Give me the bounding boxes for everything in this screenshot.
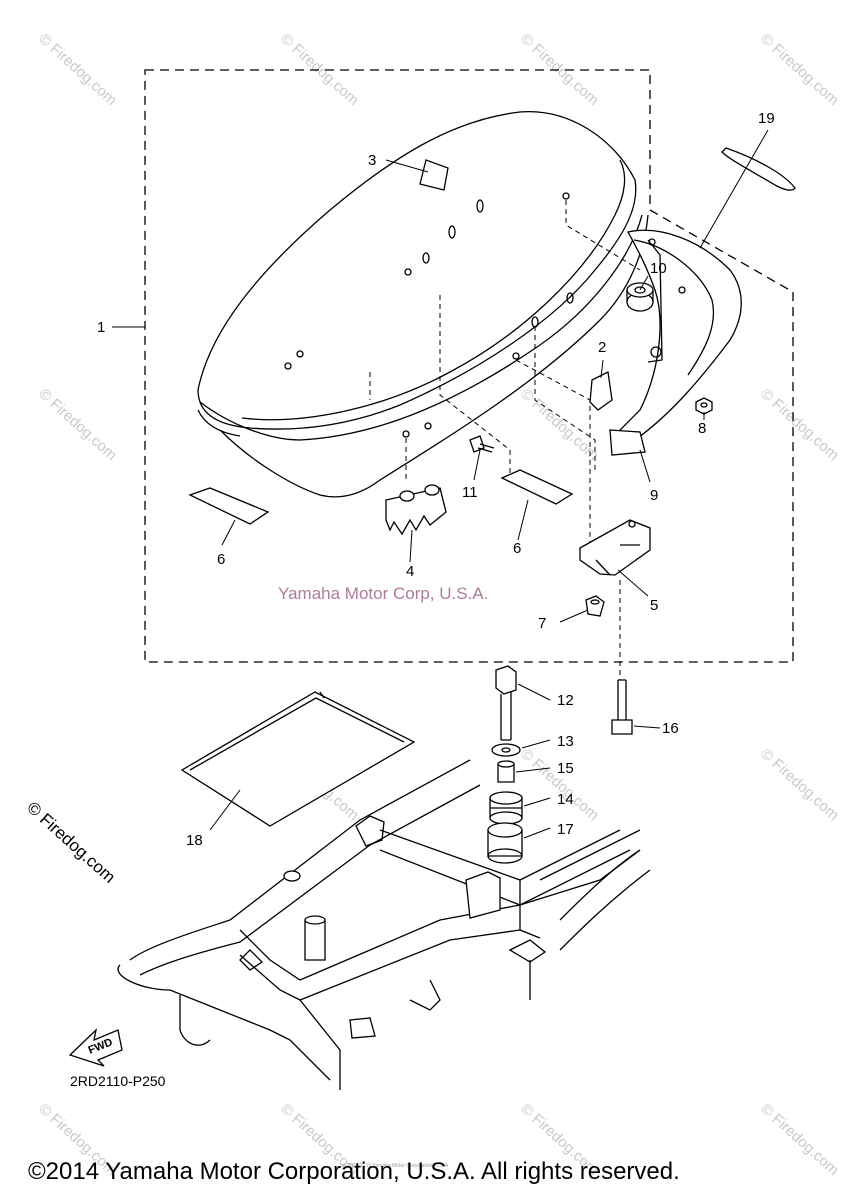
svg-text:© Firedog.com: © Firedog.com bbox=[757, 30, 842, 109]
svg-text:© Firedog.com: © Firedog.com bbox=[517, 30, 602, 109]
callout-16: 16 bbox=[662, 720, 679, 737]
pad-6-left bbox=[188, 487, 270, 525]
callout-5: 5 bbox=[650, 597, 658, 614]
clip-2 bbox=[589, 371, 613, 411]
callout-13: 13 bbox=[557, 733, 574, 750]
svg-text:© Firedog.com: © Firedog.com bbox=[757, 1100, 842, 1179]
bolt-16 bbox=[611, 679, 633, 735]
callout-7: 7 bbox=[538, 615, 546, 632]
callout-10: 10 bbox=[650, 260, 667, 277]
callout-18: 18 bbox=[186, 832, 203, 849]
callout-19: 19 bbox=[758, 110, 775, 127]
svg-text:© Firedog.com: © Firedog.com bbox=[35, 385, 120, 464]
svg-text:© Firedog.com: © Firedog.com bbox=[517, 385, 602, 464]
callout-2: 2 bbox=[598, 339, 606, 356]
callout-14: 14 bbox=[557, 791, 574, 808]
spacer-15 bbox=[497, 760, 515, 783]
copyright-footer: ©2014 Yamaha Motor Corporation, U.S.A. A… bbox=[28, 1158, 680, 1185]
grommet-14 bbox=[489, 791, 523, 825]
washer-13 bbox=[491, 743, 521, 757]
bracket-5 bbox=[579, 519, 651, 576]
callout-4: 4 bbox=[406, 563, 414, 580]
manufacturer-watermark: Yamaha Motor Corp, U.S.A. bbox=[278, 584, 489, 603]
callout-11: 11 bbox=[462, 484, 478, 501]
bolt-11 bbox=[469, 435, 495, 453]
small-copyright-note: (c) 2005-2015 Yamaha Motor Corporation, … bbox=[340, 1163, 450, 1169]
part-code: 2RD2110-P250 bbox=[70, 1073, 166, 1089]
svg-text:© Firedog.com: © Firedog.com bbox=[757, 745, 842, 824]
callout-6-left: 6 bbox=[217, 551, 225, 568]
fwd-arrow: FWD bbox=[68, 1028, 123, 1067]
nut-8 bbox=[695, 397, 713, 415]
collar-7 bbox=[585, 595, 605, 617]
callout-17: 17 bbox=[557, 821, 574, 838]
svg-text:© Firedog.com: © Firedog.com bbox=[35, 30, 120, 109]
svg-text:© Firedog.com: © Firedog.com bbox=[517, 745, 602, 824]
side-cover bbox=[609, 229, 742, 456]
pad-6-right bbox=[500, 469, 574, 505]
callout-9: 9 bbox=[650, 487, 658, 504]
callout-1: 1 bbox=[97, 319, 105, 336]
leader-lines bbox=[112, 129, 769, 839]
callout-labels: 1 2 3 4 5 6 6 7 8 9 10 11 12 13 14 15 16… bbox=[97, 110, 775, 849]
callout-15: 15 bbox=[557, 760, 574, 777]
svg-text:© Firedog.com: © Firedog.com bbox=[757, 385, 842, 464]
sheet-18 bbox=[180, 691, 416, 827]
callout-3: 3 bbox=[368, 152, 376, 169]
frame bbox=[117, 759, 651, 1090]
emblem-strip bbox=[721, 147, 796, 191]
callout-6-right: 6 bbox=[513, 540, 521, 557]
callout-12: 12 bbox=[557, 692, 574, 709]
collar-17 bbox=[487, 822, 523, 864]
bolt-12 bbox=[495, 665, 517, 741]
svg-text:© Firedog.com: © Firedog.com bbox=[277, 30, 362, 109]
seat-assembly bbox=[197, 111, 649, 550]
callout-8: 8 bbox=[698, 420, 706, 437]
damper-10 bbox=[626, 282, 654, 312]
bracket-4 bbox=[385, 484, 447, 536]
